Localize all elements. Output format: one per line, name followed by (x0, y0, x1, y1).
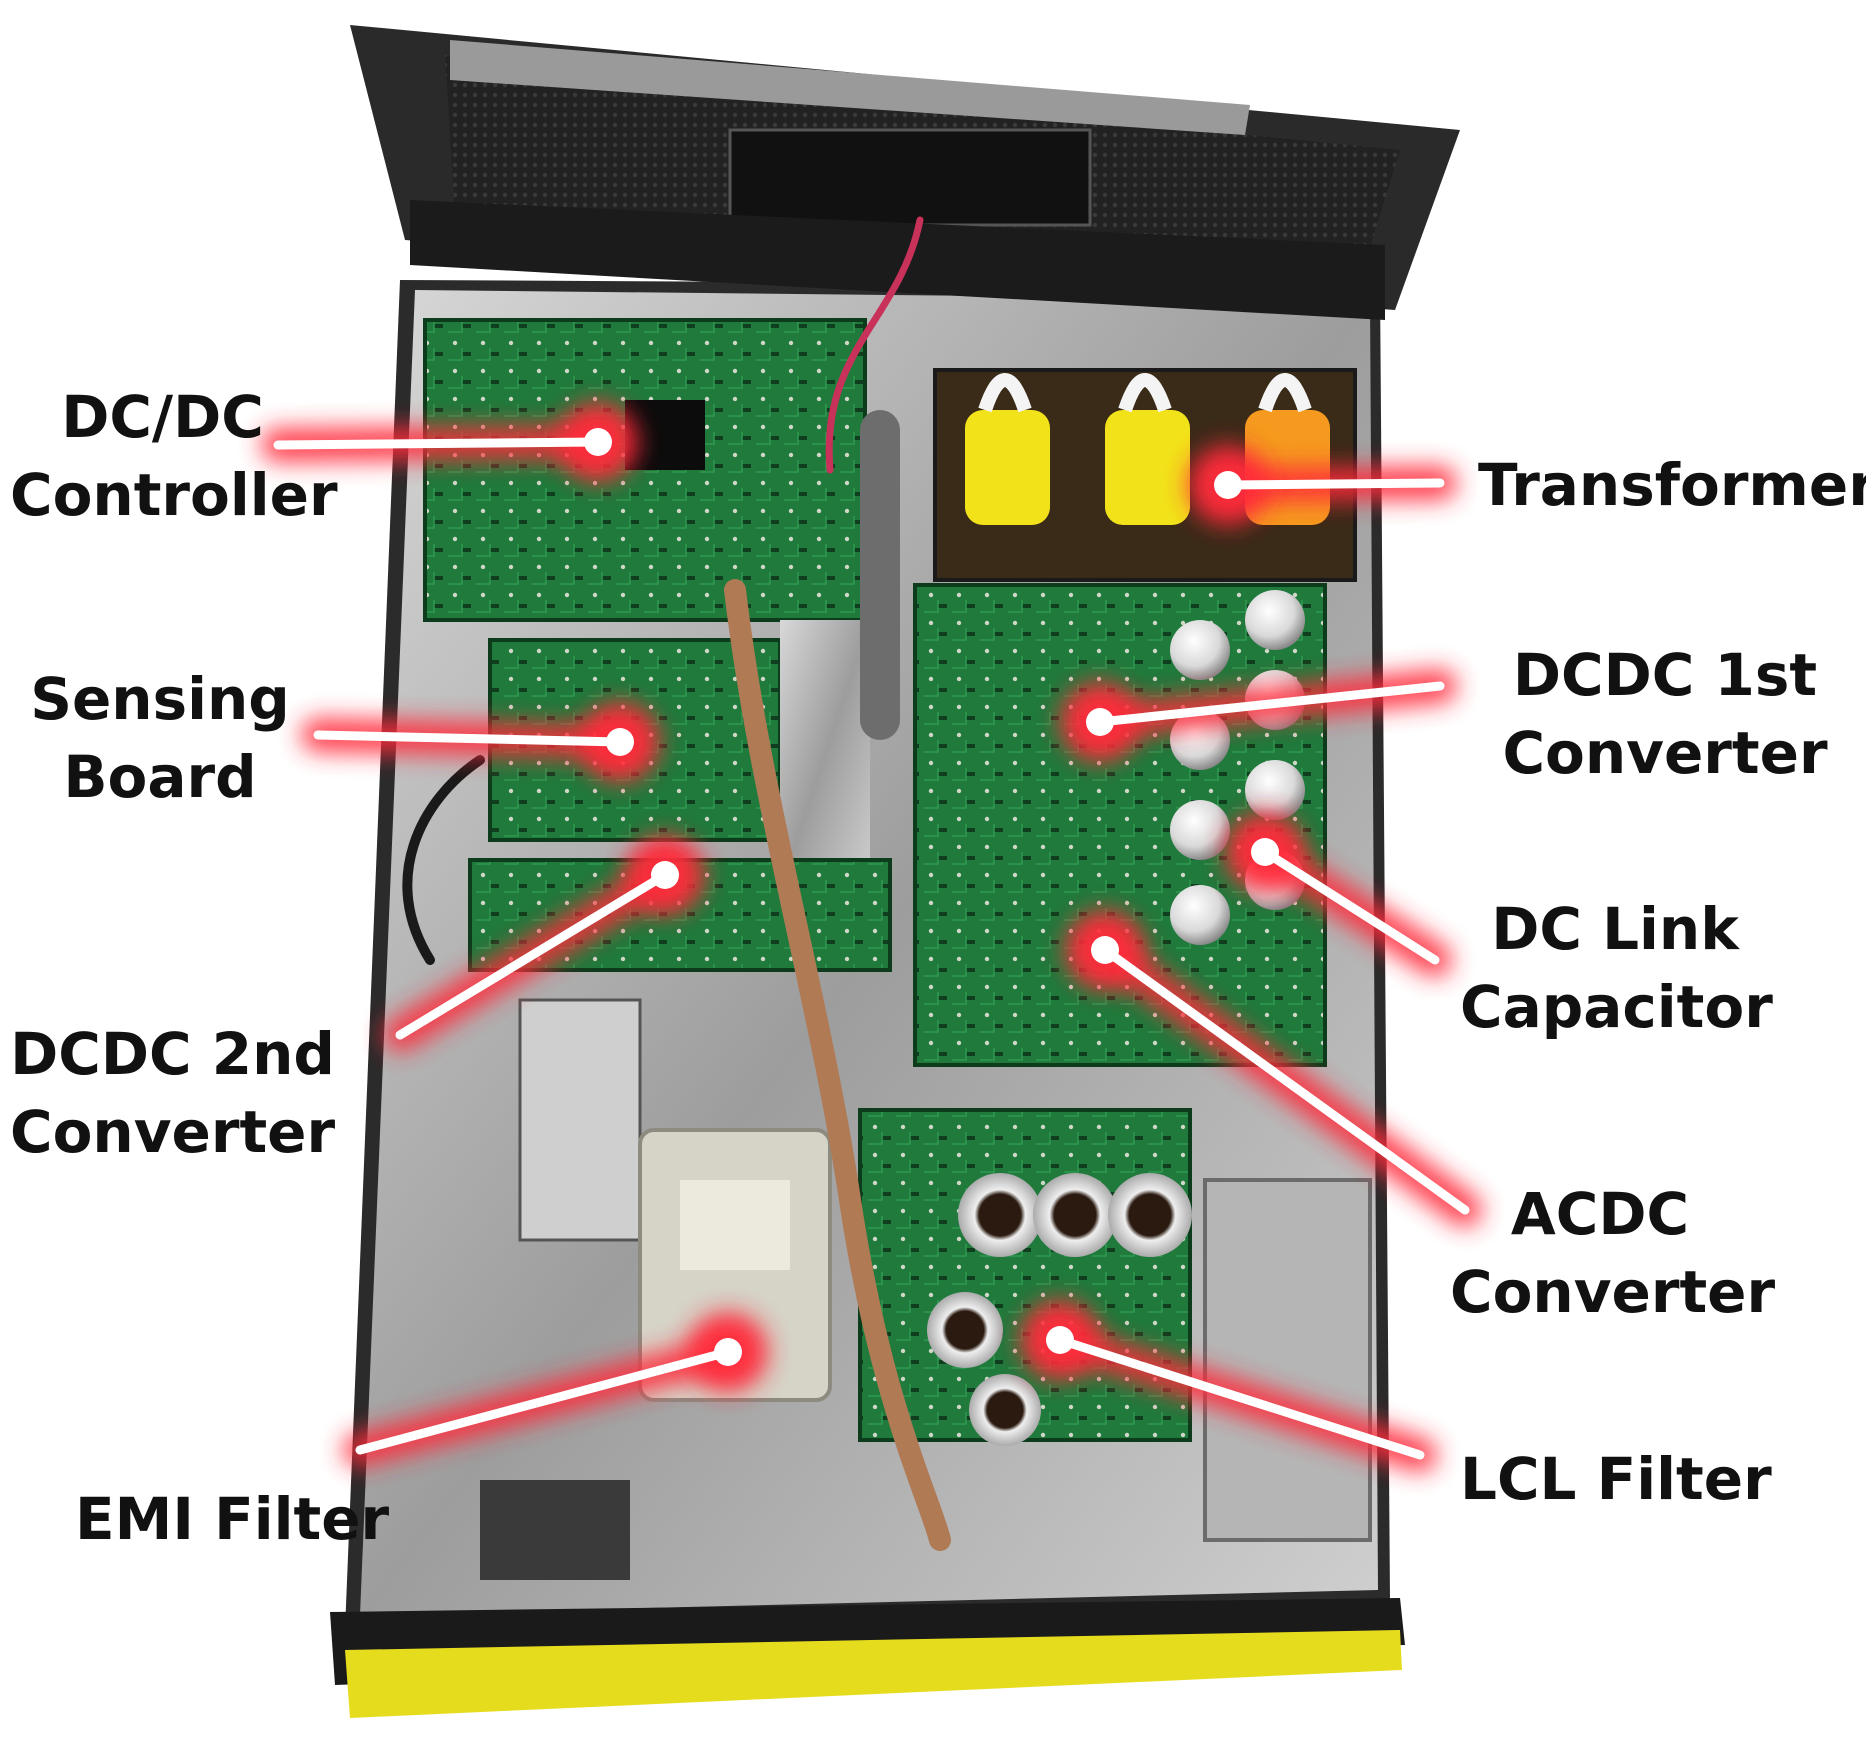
callout-line-dcdc-1st-converter (1095, 681, 1445, 727)
emi-filter-label (680, 1180, 790, 1270)
callouts (261, 402, 1482, 1472)
label-dcdc-1st-converter-line2: Converter (1502, 719, 1828, 787)
label-dc-link-capacitor: DC Link Capacitor (1460, 890, 1773, 1046)
callout-line-acdc-converter (1100, 945, 1470, 1215)
callout-dot-lcl-filter (1046, 1326, 1074, 1354)
top-lid (350, 25, 1460, 320)
lcl-toroid-4 (927, 1292, 1003, 1368)
label-dc-link-capacitor-line1: DC Link (1491, 895, 1739, 963)
label-transformer: Transformer (1478, 446, 1866, 524)
callout-line-dc-link-capacitor (1260, 847, 1440, 965)
transformer-core-2 (1105, 410, 1190, 525)
lid-metal-strip (450, 40, 1250, 135)
label-dcdc-controller-line1: DC/DC (61, 383, 264, 451)
lcl-toroid-5 (969, 1374, 1041, 1446)
twisted-pair-left (402, 755, 485, 965)
label-dc-link-capacitor-line2: Capacitor (1460, 973, 1773, 1041)
label-dcdc-1st-converter-line1: DCDC 1st (1512, 641, 1818, 709)
label-lcl-filter-line1: LCL Filter (1460, 1445, 1772, 1513)
dc-link-capacitor-5 (1170, 800, 1230, 860)
callout-dot-acdc-converter (1091, 936, 1119, 964)
label-dcdc-2nd-converter: DCDC 2nd Converter (10, 1015, 335, 1171)
lcl-toroid-3 (1108, 1173, 1192, 1257)
label-sensing-board-line2: Board (63, 743, 257, 811)
yellow-trim (345, 1630, 1402, 1718)
label-emi-filter-line1: EMI Filter (75, 1485, 390, 1553)
callout-dot-dcdc-1st-converter (1086, 708, 1114, 736)
label-dcdc-controller-line2: Controller (10, 461, 338, 529)
dc-link-capacitor-1 (1170, 620, 1230, 680)
right-section (858, 368, 1372, 1542)
transformer-core-1 (965, 410, 1050, 525)
twisted-pair-top (825, 216, 924, 474)
display-module (728, 128, 1092, 227)
controller-chip (625, 400, 705, 470)
dc-link-capacitor-6 (1245, 760, 1305, 820)
label-acdc-converter: ACDC Converter (1450, 1175, 1776, 1331)
auxiliary-power-supply (1203, 1178, 1372, 1542)
label-dcdc-1st-converter: DCDC 1st Converter (1500, 636, 1830, 792)
callout-line-dcdc-2nd-converter (395, 870, 670, 1040)
label-lcl-filter: LCL Filter (1460, 1440, 1772, 1518)
terminal-block (480, 1480, 630, 1580)
callout-dot-sensing-board (606, 728, 634, 756)
callout-line-sensing-board (313, 730, 625, 747)
label-dcdc-2nd-converter-line2: Converter (10, 1098, 336, 1166)
lid-bracket (410, 200, 1385, 320)
label-sensing-board: Sensing Board (25, 660, 295, 816)
label-dcdc-controller: DC/DC Controller (10, 378, 338, 534)
dc-link-capacitor-2 (1245, 590, 1305, 650)
callout-line-emi-filter (355, 1347, 733, 1455)
cables (402, 216, 951, 1551)
callout-dot-emi-filter (714, 1338, 742, 1366)
metal-heatsink-plate (780, 620, 870, 890)
label-dcdc-2nd-converter-line1: DCDC 2nd (10, 1020, 335, 1088)
lcl-toroid-2 (1033, 1173, 1117, 1257)
callout-dot-dcdc-2nd-converter (651, 861, 679, 889)
label-emi-filter: EMI Filter (75, 1480, 389, 1558)
callout-dot-transformer (1214, 471, 1242, 499)
callout-line-transformer (1223, 478, 1445, 490)
callout-dot-dc-link-capacitor (1251, 838, 1279, 866)
callout-dot-dcdc-controller (584, 428, 612, 456)
busbar-block (518, 998, 642, 1242)
label-sensing-board-line1: Sensing (30, 665, 290, 733)
dc-link-capacitor-7 (1170, 885, 1230, 945)
label-transformer-line1: Transformer (1478, 451, 1866, 519)
label-acdc-converter-line1: ACDC (1510, 1180, 1690, 1248)
lcl-toroid-1 (958, 1173, 1042, 1257)
callout-line-lcl-filter (1055, 1335, 1425, 1460)
braided-cable (724, 579, 951, 1551)
callout-line-dcdc-controller (273, 437, 603, 450)
label-acdc-converter-line2: Converter (1450, 1258, 1776, 1326)
transformer-wires (978, 373, 1312, 413)
